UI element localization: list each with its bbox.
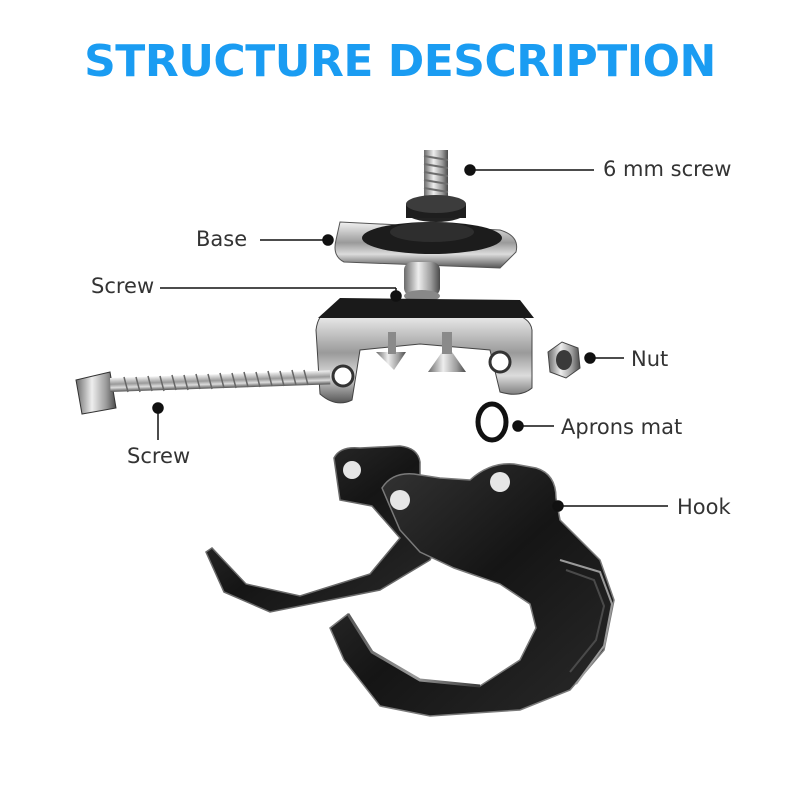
label-six-mm-screw: 6 mm screw bbox=[603, 157, 731, 181]
label-aprons-mat: Aprons mat bbox=[561, 415, 682, 439]
nut-part bbox=[548, 342, 580, 378]
aprons-mat-part bbox=[478, 404, 506, 440]
six-mm-screw-part bbox=[406, 150, 466, 222]
label-screw-long: Screw bbox=[127, 444, 190, 468]
leader-base bbox=[260, 235, 333, 245]
hook-part bbox=[206, 446, 614, 716]
u-clamp-part bbox=[316, 298, 534, 403]
leader-aprons-mat bbox=[513, 421, 554, 431]
long-screw-part bbox=[76, 370, 330, 414]
leader-screw-long bbox=[153, 403, 163, 440]
leader-nut bbox=[585, 353, 624, 363]
label-nut: Nut bbox=[631, 347, 668, 371]
label-screw-top: Screw bbox=[91, 274, 154, 298]
label-hook: Hook bbox=[677, 495, 731, 519]
leader-hook bbox=[553, 501, 668, 511]
leader-six-mm-screw bbox=[465, 165, 594, 175]
label-base: Base bbox=[196, 227, 247, 251]
base-part bbox=[335, 222, 517, 302]
